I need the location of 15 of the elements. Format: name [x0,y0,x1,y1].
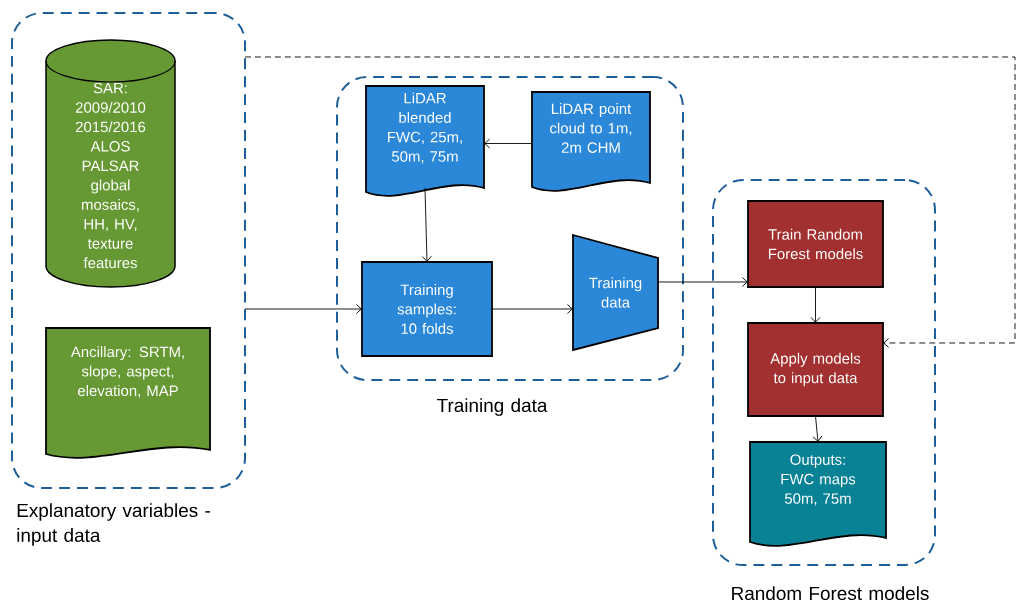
arrow [657,277,748,287]
arrow [244,304,362,314]
arrow [421,187,432,262]
process-box: Train Random Forest models [747,200,884,288]
arrow [810,286,821,323]
arrow [491,304,573,314]
database-cylinder: SAR: 2009/2010 2015/2016 ALOS PALSAR global mosaics, HH, HV, texture features [45,39,176,288]
group-heading: Random Forest models [732,586,929,601]
arrow [244,56,1016,348]
process-box: Training samples: 10 folds [361,261,493,357]
arrow [484,138,533,149]
group-heading: Training data [437,398,548,416]
group-heading: Explanatory variables - input data [17,503,210,546]
process-box: Apply models to input data [747,322,884,417]
arrow [812,415,823,442]
